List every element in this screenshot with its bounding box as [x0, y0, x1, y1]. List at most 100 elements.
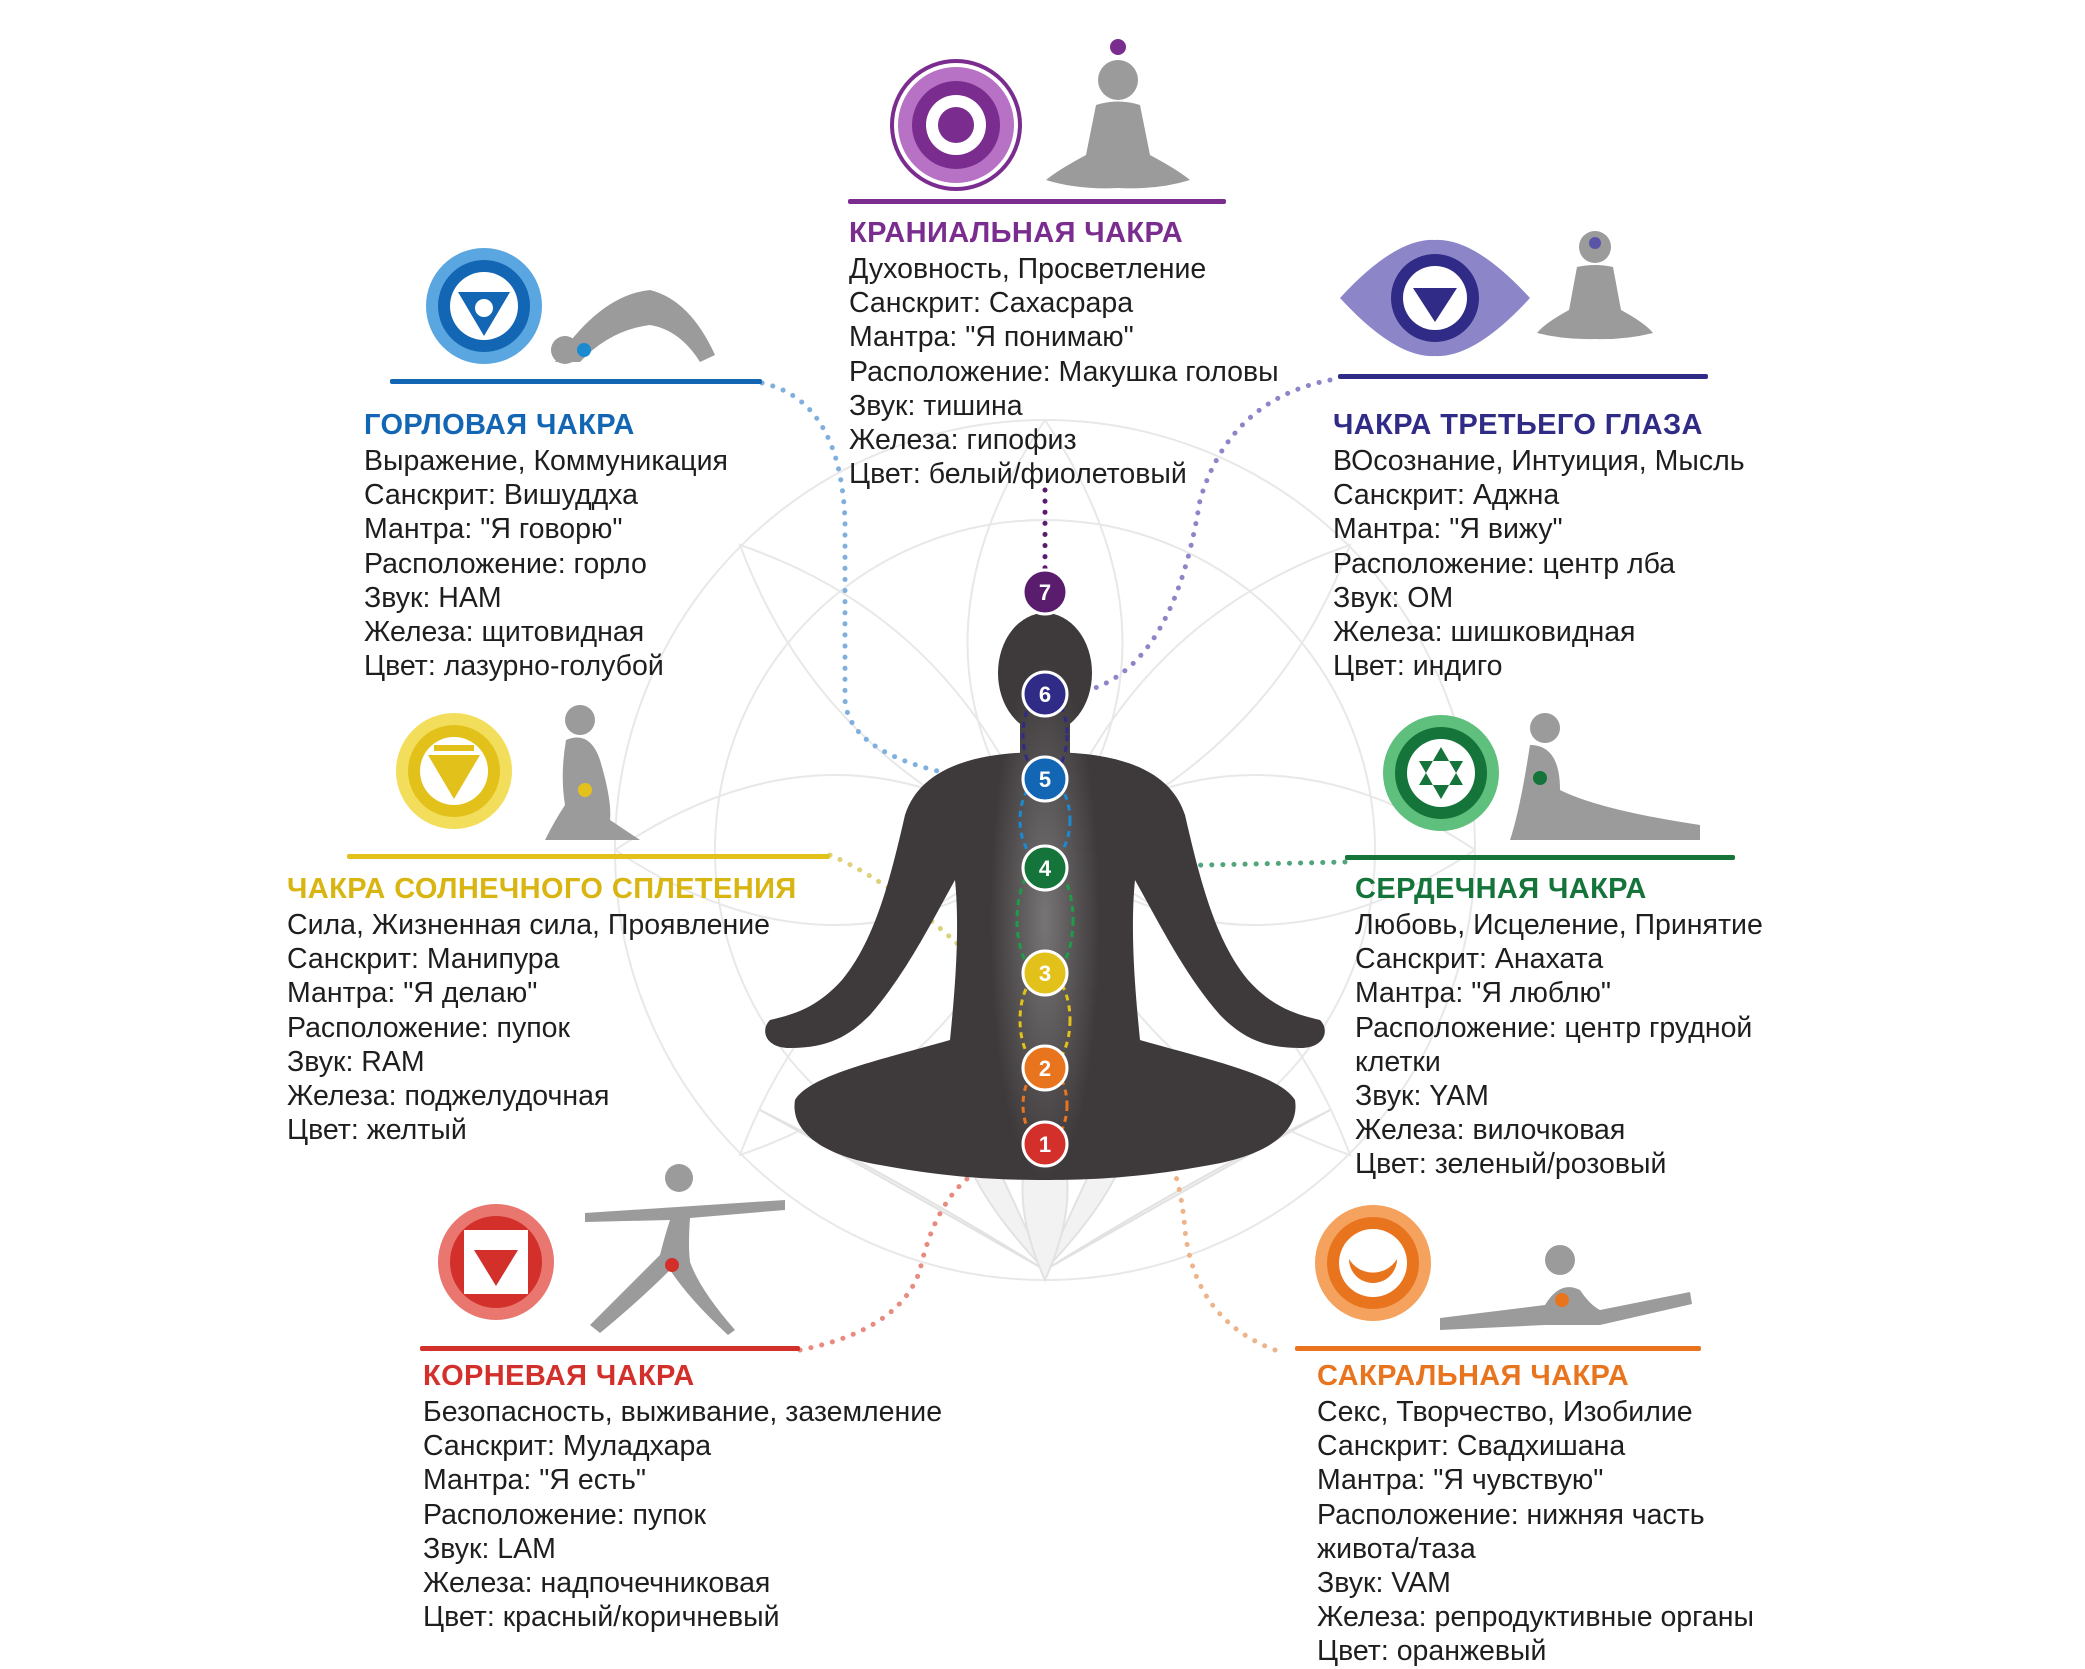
info-line: Звук: VAM [1317, 1567, 1451, 1600]
info-line: Выражение, Коммуникация [364, 445, 728, 477]
info-line: Санскрит: Свадхишана [1317, 1430, 1626, 1463]
info-line: Мантра: "Я понимаю" [849, 321, 1134, 354]
cobra-pose-icon [1510, 713, 1700, 840]
sacral-title: САКРАЛЬНАЯ ЧАКРА [1317, 1360, 1630, 1392]
crown-info: КРАНИАЛЬНАЯ ЧАКРА Духовность, Просветлен… [849, 208, 1279, 491]
info-line: Железа: репродуктивные органы [1317, 1601, 1755, 1634]
bridge-pose-icon [551, 290, 715, 364]
throat-symbol-icon [426, 248, 542, 364]
info-line: Железа: шишковидная [1333, 616, 1636, 649]
root-divider [420, 1346, 800, 1351]
info-line: Цвет: желтый [287, 1114, 467, 1147]
info-line: Санскрит: Сахасрара [849, 287, 1134, 320]
info-line: Безопасность, выживание, заземление [423, 1396, 943, 1428]
info-line: Железа: поджелудочная [287, 1080, 610, 1113]
chakra-point-5: 5 [1021, 755, 1069, 803]
body-points: 7 6 5 4 3 2 1 [1021, 568, 1069, 1168]
info-line: Санскрит: Вишуддха [364, 479, 639, 512]
info-line: Мантра: "Я есть" [423, 1464, 646, 1497]
third-eye-title: ЧАКРА ТРЕТЬЕГО ГЛАЗА [1333, 409, 1703, 441]
chakra-point-number: 7 [1039, 580, 1051, 605]
seated-twist-pose-icon [545, 705, 640, 840]
info-line: Расположение: центр лба [1333, 547, 1676, 580]
info-line: Железа: гипофиз [849, 424, 1077, 457]
meditation-pose-2-icon [1537, 231, 1653, 340]
solar-info: ЧАКРА СОЛНЕЧНОГО СПЛЕТЕНИЯ Сила, Жизненн… [287, 864, 797, 1147]
info-line: Расположение: нижняя часть [1317, 1498, 1705, 1531]
chakra-point-1: 1 [1021, 1120, 1069, 1168]
energy-glow [990, 660, 1100, 1180]
info-line: Расположение: центр грудной [1355, 1011, 1753, 1044]
info-line: Железа: щитовидная [364, 616, 645, 649]
chakra-point-circle [1021, 755, 1069, 803]
chakra-point-2: 2 [1021, 1044, 1069, 1092]
chakra-point-7: 7 [1021, 568, 1069, 616]
chakra-point-circle [1021, 844, 1069, 892]
chakra-point-circle [1021, 949, 1069, 997]
connector-root [797, 1157, 1003, 1353]
info-line: Расположение: горло [364, 547, 647, 580]
info-line: Звук: RAM [287, 1045, 425, 1078]
info-line: Цвет: красный/коричневый [423, 1601, 780, 1634]
info-line: Звук: тишина [849, 389, 1023, 422]
chakra-point-6: 6 [1021, 670, 1069, 718]
third-eye-symbol-icon [1340, 239, 1530, 357]
sacral-info: САКРАЛЬНАЯ ЧАКРА Секс, Творчество, Изоби… [1317, 1351, 1754, 1669]
info-line: Секс, Творчество, Изобилие [1317, 1396, 1693, 1428]
chakra-point-number: 6 [1039, 682, 1051, 707]
chakra-point-number: 4 [1039, 856, 1052, 881]
info-line: Цвет: оранжевый [1317, 1635, 1547, 1668]
info-line: Мантра: "Я делаю" [287, 977, 538, 1010]
info-line: Санскрит: Анахата [1355, 943, 1604, 976]
info-line: Расположение: Макушка головы [849, 355, 1279, 388]
info-line: Цвет: белый/фиолетовый [849, 458, 1187, 491]
sacral-symbol-icon [1315, 1205, 1431, 1321]
root-title: КОРНЕВАЯ ЧАКРА [423, 1360, 695, 1392]
chakra-point-3: 3 [1021, 949, 1069, 997]
info-line: Духовность, Просветление [849, 253, 1207, 285]
root-info: КОРНЕВАЯ ЧАКРА Безопасность, выживание, … [423, 1351, 942, 1634]
info-line: Сила, Жизненная сила, Проявление [287, 909, 770, 941]
warrior-pose-icon [585, 1164, 785, 1335]
connector-third-eye [1057, 377, 1333, 698]
info-line: Звук: YAM [1355, 1080, 1489, 1113]
info-line: Любовь, Исцеление, Принятие [1355, 909, 1763, 941]
info-line: Звук: LAM [423, 1532, 556, 1565]
info-line: Железа: надпочечниковая [423, 1567, 771, 1600]
info-line: Расположение: пупок [423, 1498, 706, 1531]
chakra-point-4: 4 [1021, 844, 1069, 892]
chakra-point-circle [1021, 670, 1069, 718]
info-line: Звук: HAM [364, 581, 502, 614]
info-line: Санскрит: Муладхара [423, 1430, 712, 1463]
info-line: Мантра: "Я люблю" [1355, 977, 1612, 1010]
crown-title: КРАНИАЛЬНАЯ ЧАКРА [849, 217, 1184, 249]
crown-divider [848, 199, 1226, 204]
info-line: Звук: OM [1333, 581, 1454, 614]
throat-title: ГОРЛОВАЯ ЧАКРА [364, 409, 635, 441]
chakra-point-circle [1021, 1044, 1069, 1092]
heart-symbol-icon [1383, 715, 1499, 831]
info-line: живота/таза [1317, 1532, 1476, 1565]
solar-divider [347, 854, 830, 859]
connector-throat [759, 380, 1033, 788]
heart-divider [1345, 855, 1735, 860]
info-line: Санскрит: Аджна [1333, 479, 1560, 512]
solar-symbol-icon [396, 713, 512, 829]
chakra-point-number: 3 [1039, 961, 1051, 986]
chakra-point-circle [1021, 568, 1069, 616]
info-line: Цвет: индиго [1333, 650, 1503, 683]
info-line: Цвет: лазурно-голубой [364, 650, 664, 683]
solar-title: ЧАКРА СОЛНЕЧНОГО СПЛЕТЕНИЯ [287, 873, 797, 905]
heart-title: СЕРДЕЧНАЯ ЧАКРА [1355, 873, 1647, 905]
info-line: Мантра: "Я вижу" [1333, 513, 1563, 546]
meditation-pose-icon [1046, 39, 1190, 189]
